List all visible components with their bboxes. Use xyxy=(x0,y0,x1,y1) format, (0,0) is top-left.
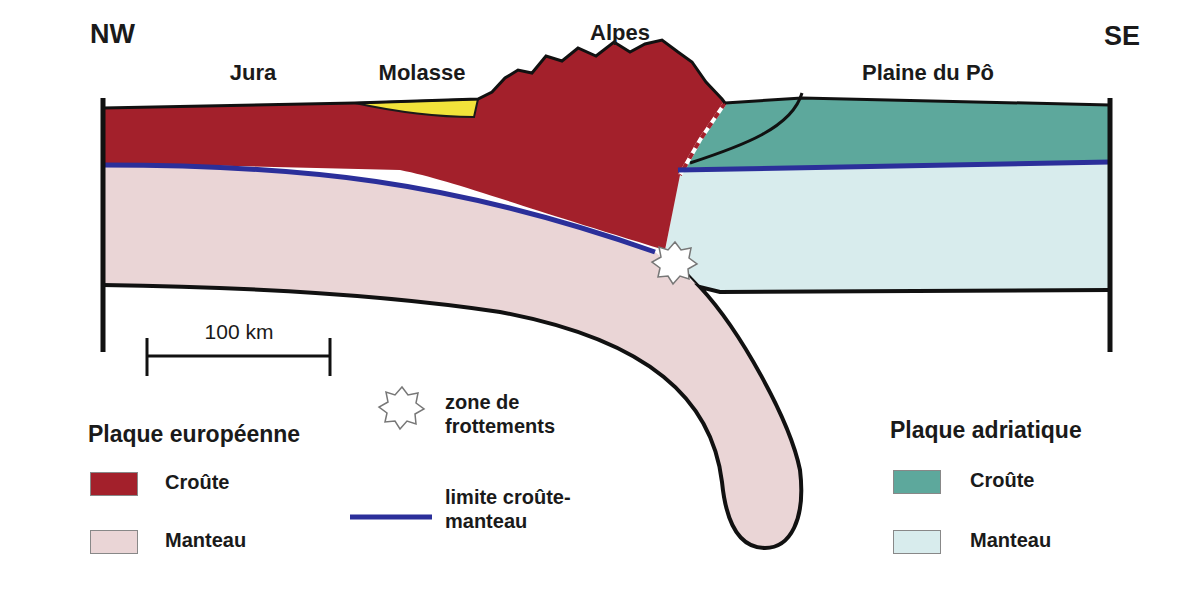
legend-star xyxy=(379,387,424,429)
surface-line xyxy=(103,40,1110,108)
section-edge xyxy=(1108,98,1113,352)
legend-swatch xyxy=(893,470,941,494)
legend-heading: Plaque européenne xyxy=(88,421,300,449)
legend-text: Manteau xyxy=(165,528,246,552)
legend-text: Croûte xyxy=(970,468,1034,492)
moho-adriatic xyxy=(678,162,1110,170)
direction-label: SE xyxy=(1104,20,1140,52)
legend-heading: Plaque adriatique xyxy=(890,417,1082,445)
legend-text: zone de frottements xyxy=(445,390,605,438)
legend-swatch xyxy=(90,472,138,496)
friction-star xyxy=(652,242,697,284)
region-label: Alpes xyxy=(590,20,650,46)
region-label: Jura xyxy=(230,60,276,86)
moho-european xyxy=(103,165,655,252)
lithosphere-base xyxy=(103,285,1110,548)
european-crust xyxy=(103,40,725,250)
legend-swatch xyxy=(893,530,941,554)
legend-line xyxy=(350,515,432,520)
legend-text: Manteau xyxy=(970,528,1051,552)
scale-tick xyxy=(146,338,149,376)
legend-text: Croûte xyxy=(165,470,229,494)
scale-bar xyxy=(147,355,330,358)
legend-swatch xyxy=(90,530,138,554)
suture-white xyxy=(680,103,725,175)
direction-label: NW xyxy=(90,18,135,50)
scale-tick xyxy=(329,338,332,376)
scale-label: 100 km xyxy=(205,319,274,344)
region-label: Molasse xyxy=(379,60,466,86)
adriatic-mantle xyxy=(665,162,1110,292)
region-label: Plaine du Pô xyxy=(862,60,994,86)
section-edge xyxy=(101,98,106,352)
legend-text: limite croûte-manteau xyxy=(445,485,645,533)
suture-dashes xyxy=(680,103,725,175)
